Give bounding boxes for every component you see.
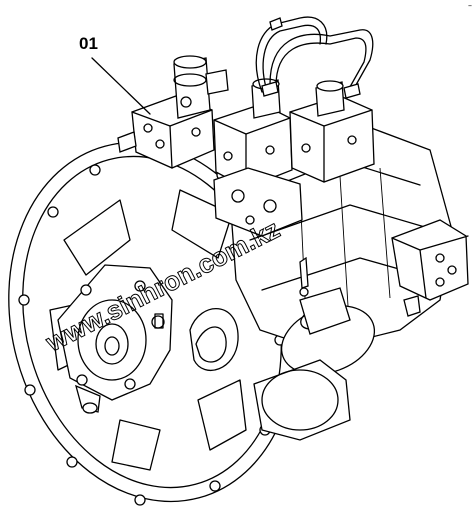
corner-mark: – [468,1,472,10]
coupling-hub [57,264,173,414]
regulator-valve-cluster [117,16,375,297]
callout-leader-line [91,57,151,115]
part-callout-label: 01 [79,34,98,53]
pump-body [227,119,453,441]
end-cover-block [391,219,469,317]
